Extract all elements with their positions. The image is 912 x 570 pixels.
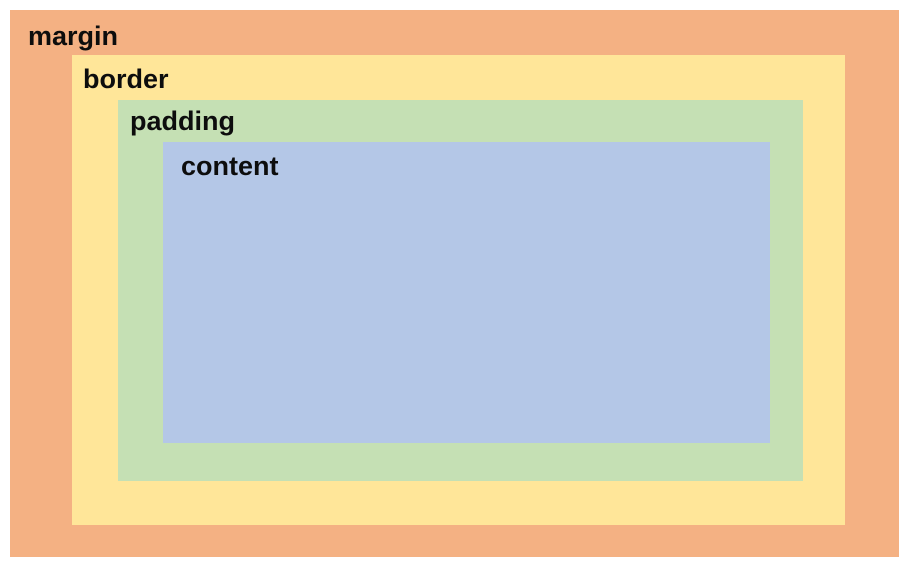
margin-label: margin [28,21,119,51]
padding-box: padding content [118,100,803,481]
border-label: border [83,64,169,94]
margin-box: margin border padding content [10,10,899,557]
padding-label: padding [130,106,235,136]
content-label: content [181,151,279,181]
content-box: content [163,142,770,443]
border-box: border padding content [72,55,845,525]
